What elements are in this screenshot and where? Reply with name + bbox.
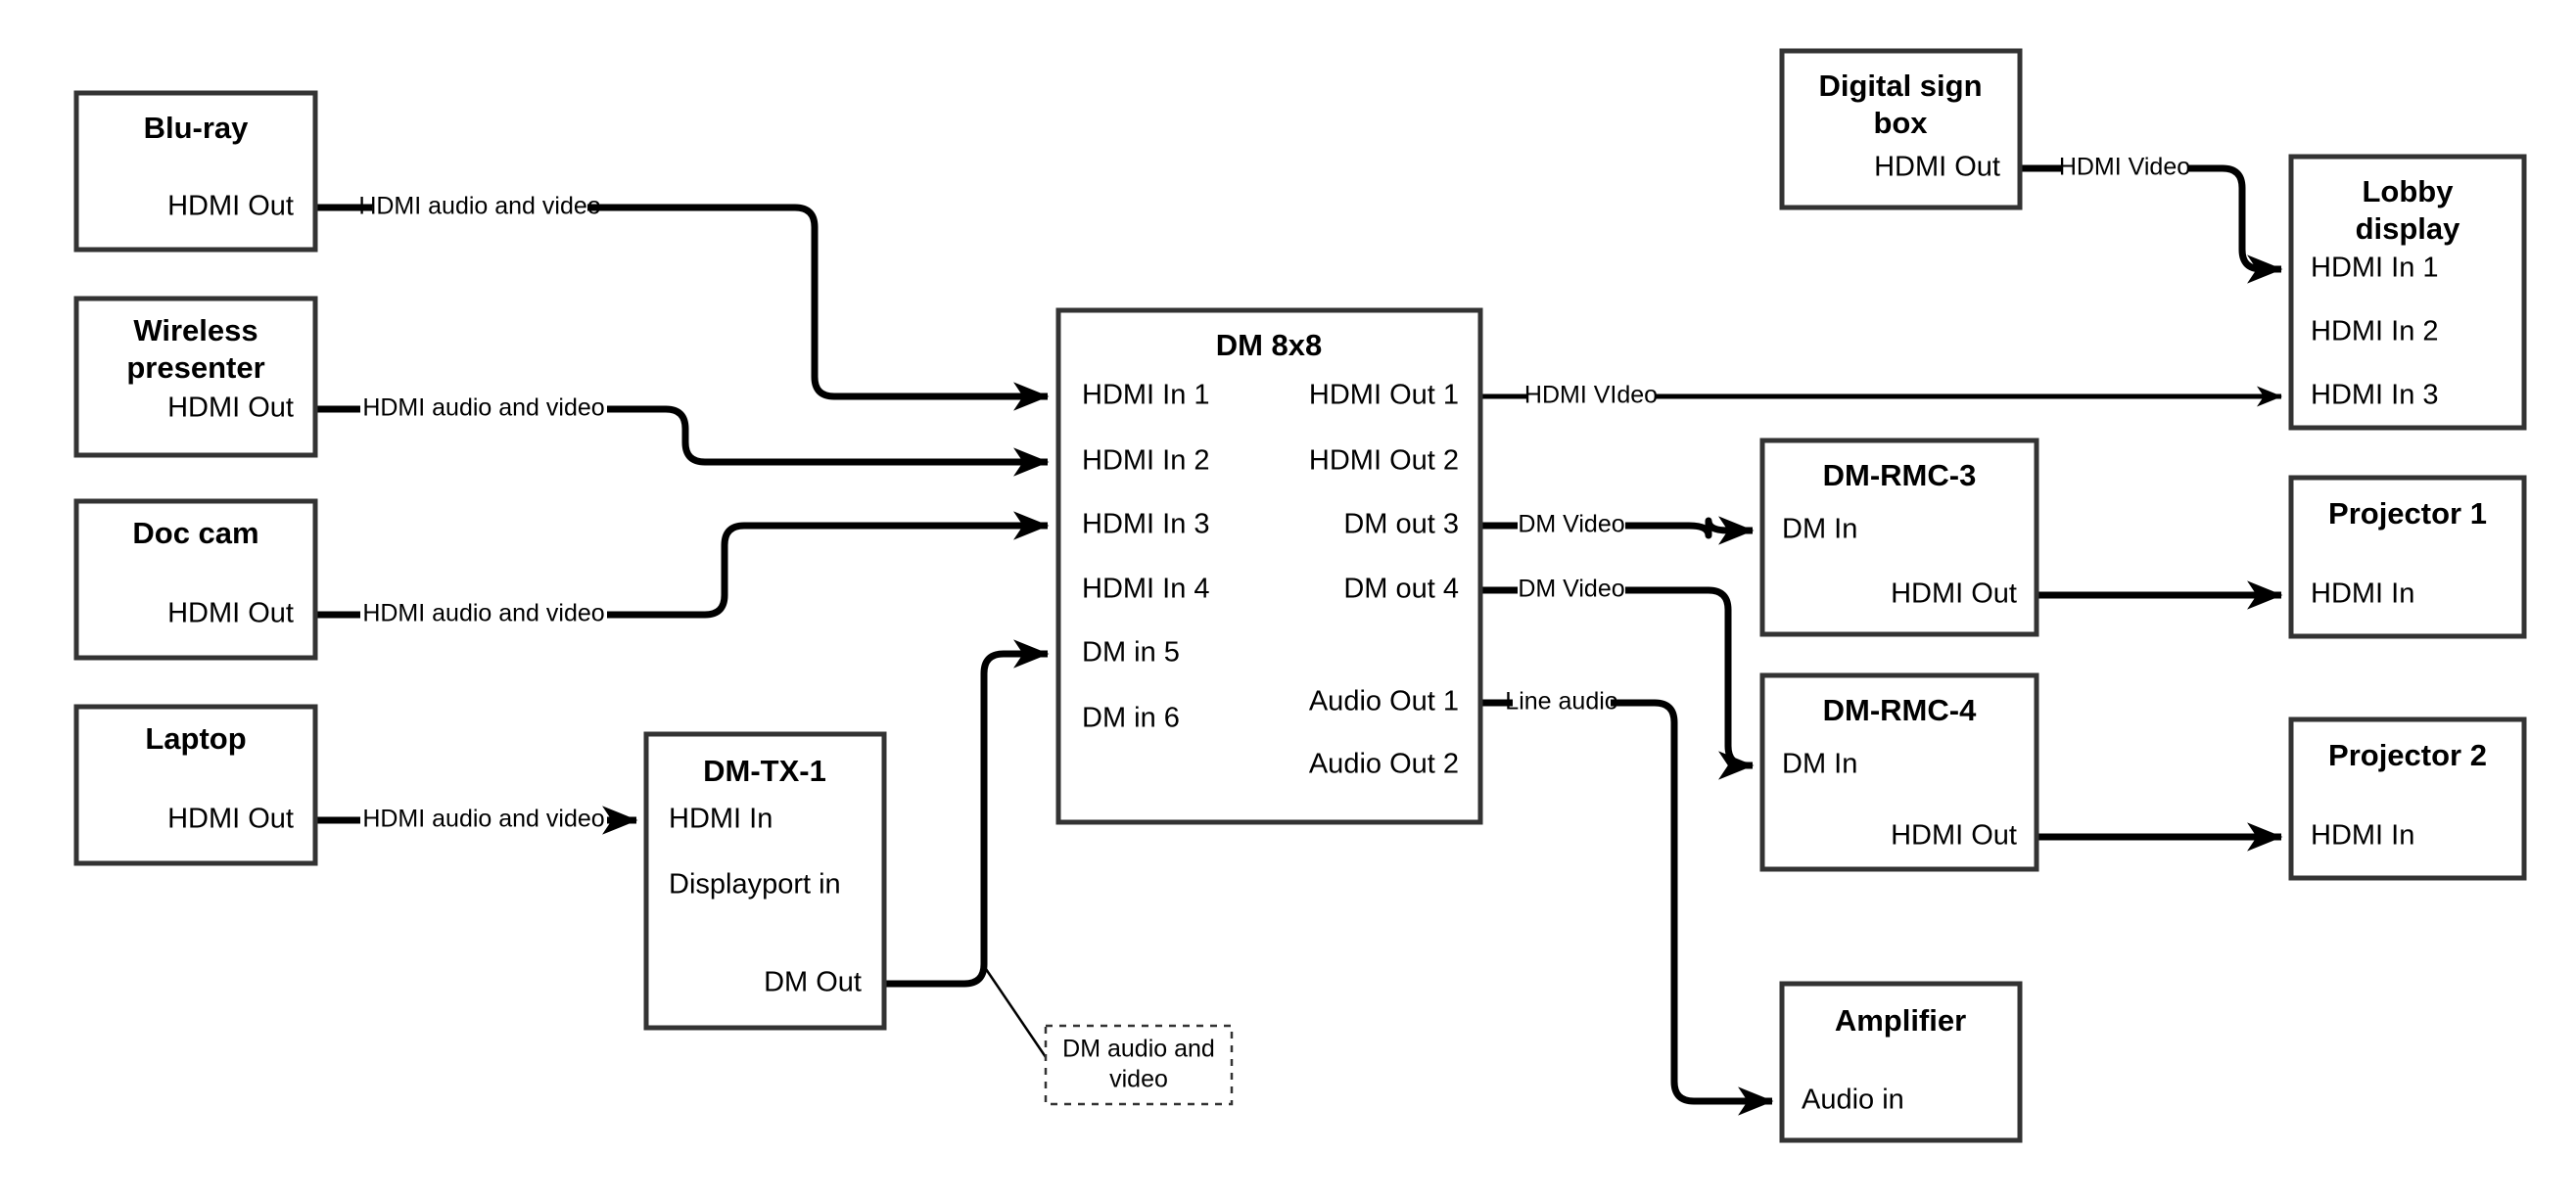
- wire-audioout1-to-amplifier: [1480, 699, 1772, 1101]
- lobby-title-line2: display: [2356, 211, 2461, 246]
- note-leader-line: [984, 968, 1048, 1058]
- doccam-hdmi-out-port: HDMI Out: [167, 598, 294, 629]
- dm8x8-output-2: HDMI Out 2: [1309, 445, 1459, 477]
- bluray-hdmi-out-port: HDMI Out: [167, 191, 294, 222]
- node-dm-rmc-4[interactable]: DM-RMC-4 DM In HDMI Out: [1759, 672, 2039, 872]
- wire-wireless-to-dm8x8: [315, 405, 1048, 462]
- node-amplifier[interactable]: Amplifier Audio in: [1779, 981, 2023, 1143]
- node-dm-rmc-3[interactable]: DM-RMC-3 DM In HDMI Out: [1759, 438, 2039, 637]
- laptop-title: Laptop: [145, 721, 246, 756]
- label-dmout4-to-dmrmc4: DM Video: [1518, 576, 1624, 603]
- label-doccam-to-dm8x8: HDMI audio and video: [362, 600, 604, 627]
- projector2-hdmi-in-port: HDMI In: [2311, 820, 2414, 852]
- wireless-hdmi-out-port: HDMI Out: [167, 393, 294, 424]
- node-projector-2[interactable]: Projector 2 HDMI In: [2288, 716, 2527, 881]
- label-hdmiout1-to-lobby: HDMI VIdeo: [1524, 382, 1658, 409]
- dm8x8-input-5: DM in 5: [1082, 637, 1180, 669]
- wire-bluray-to-dm8x8: [315, 204, 1048, 396]
- dm8x8-input-2: HDMI In 2: [1082, 445, 1210, 477]
- wire-doccam-to-dm8x8: [315, 526, 1048, 619]
- dm8x8-output-4: DM out 4: [1343, 574, 1459, 605]
- label-wireless-to-dm8x8: HDMI audio and video: [362, 394, 604, 422]
- digitalsign-title-line2: box: [1873, 106, 1928, 140]
- dmtx1-title: DM-TX-1: [703, 754, 826, 788]
- amplifier-title: Amplifier: [1835, 1003, 1966, 1038]
- label-audioout1-to-amplifier: Line audio: [1505, 688, 1617, 716]
- node-wireless-presenter[interactable]: Wireless presenter HDMI Out: [73, 296, 318, 458]
- dm8x8-title: DM 8x8: [1216, 328, 1323, 362]
- dmrmc4-dm-in-port: DM In: [1782, 749, 1857, 780]
- projector2-title: Projector 2: [2328, 738, 2487, 772]
- node-dm-tx-1[interactable]: DM-TX-1 HDMI In Displayport in DM Out: [643, 731, 887, 1031]
- projector1-title: Projector 1: [2328, 496, 2487, 531]
- wire-digitalsign-to-lobby: [2020, 164, 2281, 269]
- node-bluray[interactable]: Blu-ray HDMI Out: [73, 90, 318, 253]
- note-dm-audio-video-line2: video: [1109, 1066, 1168, 1093]
- dm8x8-output-1: HDMI Out 1: [1309, 380, 1459, 411]
- wire-dmout3-to-dmrmc3: [1480, 521, 1753, 535]
- dmrmc4-hdmi-out-port: HDMI Out: [1891, 820, 2017, 852]
- note-dm-audio-and-video: DM audio and video: [1044, 1024, 1234, 1106]
- node-dm-8x8[interactable]: DM 8x8 HDMI In 1 HDMI In 2 HDMI In 3 HDM…: [1055, 307, 1483, 825]
- dm8x8-output-5: Audio Out 1: [1309, 686, 1459, 717]
- dmtx1-dm-out-port: DM Out: [764, 967, 862, 998]
- note-dm-audio-video-line1: DM audio and: [1062, 1036, 1215, 1063]
- dm8x8-input-6: DM in 6: [1082, 703, 1180, 734]
- node-projector-1[interactable]: Projector 1 HDMI In: [2288, 475, 2527, 639]
- digitalsign-title-line1: Digital sign: [1818, 69, 1982, 103]
- dm8x8-output-6: Audio Out 2: [1309, 749, 1459, 780]
- label-dmout3-to-dmrmc3: DM Video: [1518, 511, 1624, 538]
- label-bluray-to-dm8x8: HDMI audio and video: [358, 193, 600, 220]
- bluray-title: Blu-ray: [144, 111, 250, 145]
- node-lobby-display[interactable]: Lobby display HDMI In 1 HDMI In 2 HDMI I…: [2288, 154, 2527, 431]
- node-digital-sign-box[interactable]: Digital sign box HDMI Out: [1779, 48, 2023, 210]
- dmrmc3-dm-in-port: DM In: [1782, 514, 1857, 545]
- dmtx1-displayport-in-port: Displayport in: [669, 869, 841, 901]
- lobby-input-2: HDMI In 2: [2311, 316, 2439, 347]
- dmrmc3-hdmi-out-port: HDMI Out: [1891, 578, 2017, 610]
- amplifier-audio-in-port: Audio in: [1802, 1085, 1904, 1116]
- label-laptop-to-dmtx1: HDMI audio and video: [362, 806, 604, 833]
- digitalsign-hdmi-out-port: HDMI Out: [1874, 152, 2000, 183]
- projector1-hdmi-in-port: HDMI In: [2311, 578, 2414, 610]
- lobby-input-1: HDMI In 1: [2311, 253, 2439, 284]
- laptop-hdmi-out-port: HDMI Out: [167, 804, 294, 835]
- dm8x8-output-3: DM out 3: [1343, 509, 1459, 540]
- dmtx1-hdmi-in-port: HDMI In: [669, 804, 773, 835]
- wireless-title-line1: Wireless: [133, 313, 258, 347]
- dmrmc4-title: DM-RMC-4: [1823, 693, 1977, 727]
- node-laptop[interactable]: Laptop HDMI Out: [73, 704, 318, 866]
- doccam-title: Doc cam: [132, 516, 258, 550]
- wireless-title-line2: presenter: [126, 350, 264, 385]
- node-doc-cam[interactable]: Doc cam HDMI Out: [73, 498, 318, 661]
- dm8x8-input-4: HDMI In 4: [1082, 574, 1210, 605]
- label-digitalsign-to-lobby: HDMI Video: [2059, 154, 2190, 181]
- wire-dmout4-to-dmrmc4: [1480, 586, 1753, 765]
- dmrmc3-title: DM-RMC-3: [1823, 458, 1977, 492]
- dm8x8-input-1: HDMI In 1: [1082, 380, 1210, 411]
- lobby-title-line1: Lobby: [2363, 174, 2455, 208]
- lobby-input-3: HDMI In 3: [2311, 380, 2439, 411]
- dm8x8-input-3: HDMI In 3: [1082, 509, 1210, 540]
- wire-dmtx1-to-dm8x8: [884, 639, 1050, 988]
